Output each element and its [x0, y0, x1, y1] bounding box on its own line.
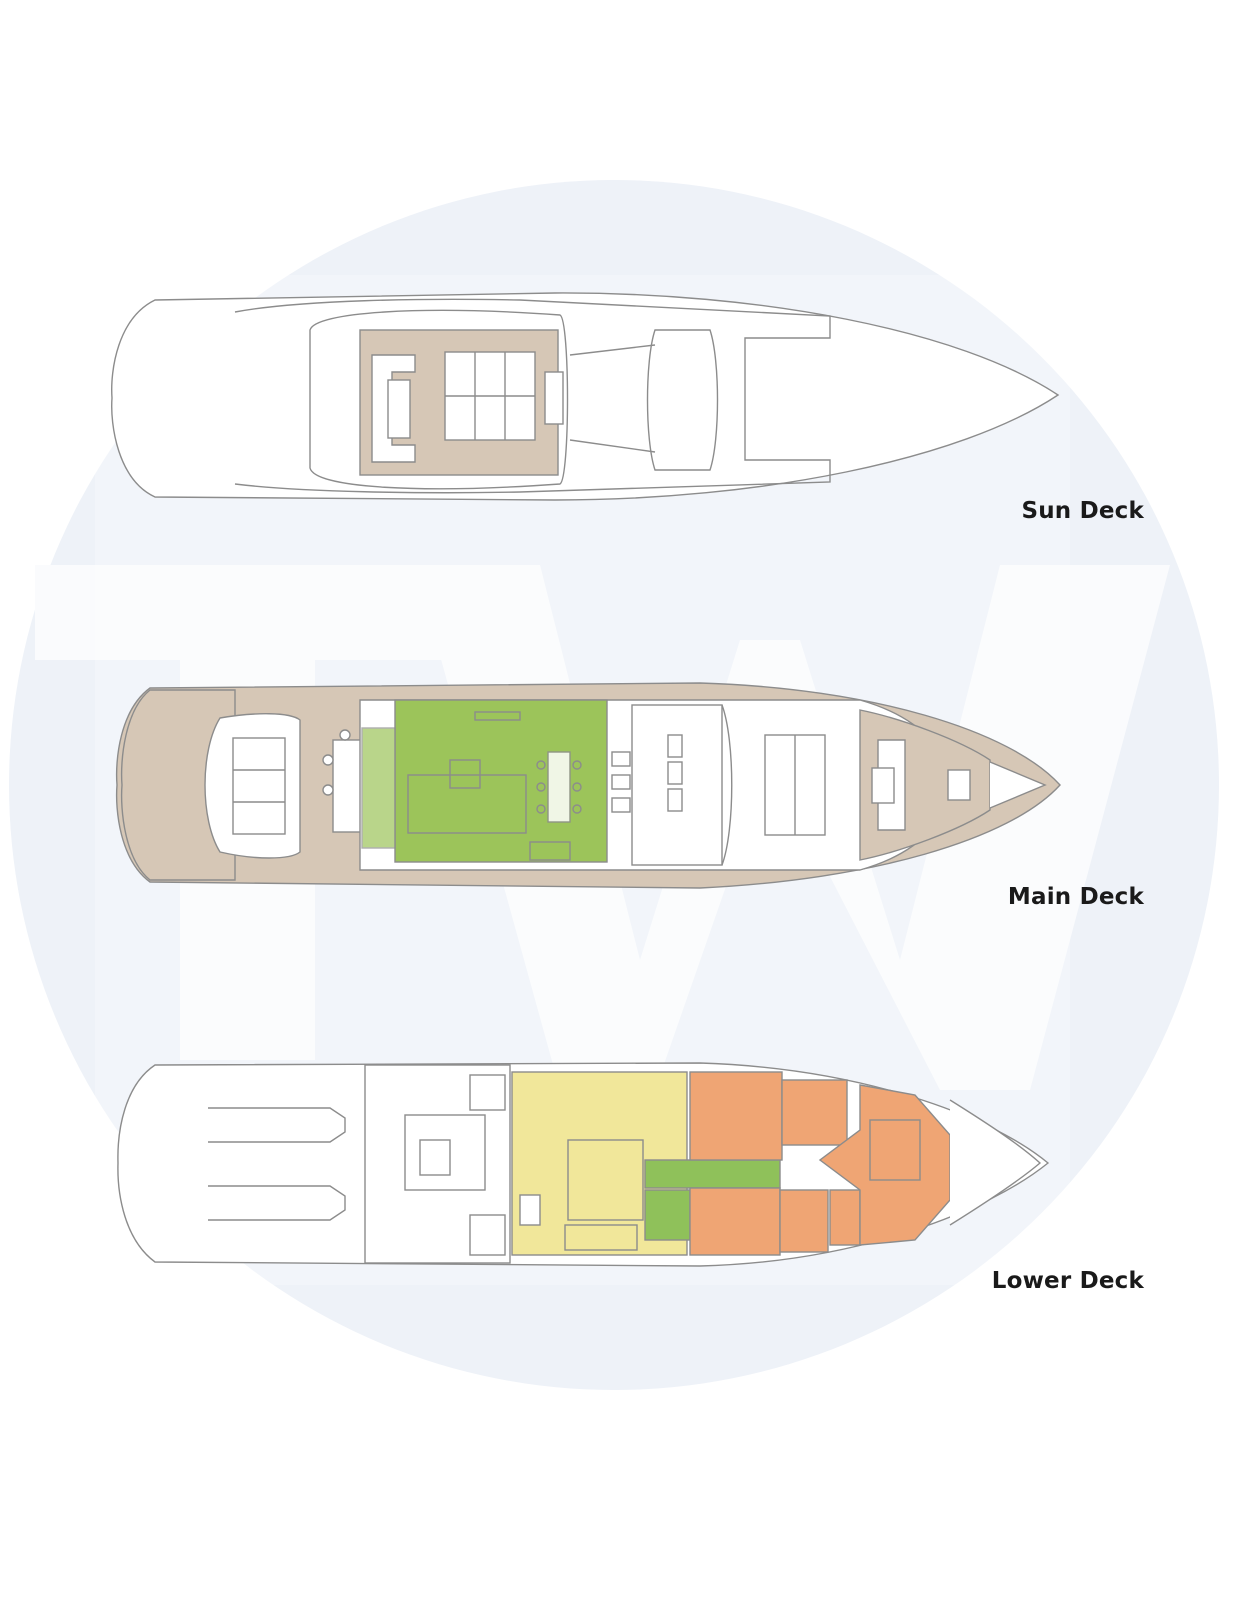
sun-deck-console — [544, 371, 564, 425]
lower-deck-cabin-upper — [689, 1071, 783, 1161]
sun-deck-windscreen — [646, 329, 719, 471]
lower-deck-cabin-lower — [689, 1187, 781, 1256]
lower-deck-label: Lower Deck — [991, 1268, 1144, 1294]
sun-deck-bulwark — [234, 298, 831, 494]
lower-deck-corridor — [644, 1159, 781, 1189]
sun-deck-label: Sun Deck — [1021, 498, 1144, 524]
main-deck-plan — [115, 682, 1061, 889]
sun-deck-plan — [111, 292, 1060, 501]
main-deck-label: Main Deck — [1007, 884, 1144, 910]
main-deck-salon — [394, 699, 608, 863]
lower-deck-plan — [117, 1062, 1050, 1267]
sun-deck-table — [387, 379, 411, 439]
lower-deck-master-cabin — [818, 1084, 951, 1246]
main-deck-dining-table — [547, 751, 571, 823]
sun-deck-sofa — [371, 354, 416, 463]
lower-deck-tenders — [208, 1107, 346, 1221]
main-deck-aft-platform — [120, 689, 236, 881]
main-deck-galley — [631, 704, 723, 866]
main-deck-salon-sofa — [407, 774, 527, 834]
